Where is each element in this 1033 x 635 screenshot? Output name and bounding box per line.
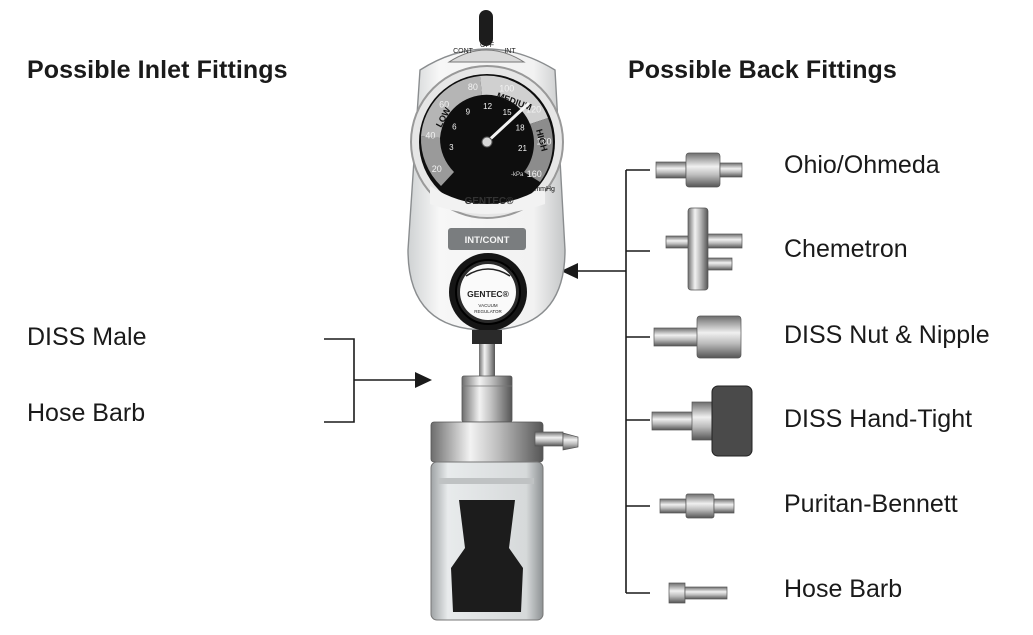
gauge-outer-tick-120: 120: [526, 104, 541, 114]
gauge-unit-outer: -mmHg: [532, 186, 555, 193]
gauge-inner-tick-12: 12: [483, 102, 492, 111]
knob-caption-line2: REGULATOR: [474, 309, 502, 314]
gauge-outer-tick-60: 60: [439, 100, 449, 110]
mode-switch[interactable]: CONT OFF INT: [447, 42, 526, 63]
gauge-inner-tick-21: 21: [518, 144, 527, 153]
gauge-outer-tick-140: 140: [536, 137, 551, 147]
int-cont-panel: [448, 228, 526, 250]
int-cont-label: INT/CONT: [465, 235, 510, 246]
gauge-unit-inner: -kPa: [511, 172, 524, 178]
mode-switch-cont: CONT: [453, 48, 474, 55]
inlet-fittings-heading: Possible Inlet Fittings: [27, 56, 288, 84]
regulator-knob[interactable]: − + GENTEC® VACUUM REGULATOR: [449, 253, 527, 331]
back-label-ohio-ohmeda: Ohio/Ohmeda: [784, 151, 940, 179]
fitting-ohio-ohmeda: [655, 152, 743, 188]
gauge-outer-tick-40: 40: [425, 131, 435, 141]
knob-plus: +: [509, 264, 514, 274]
mode-switch-int: INT: [504, 48, 516, 55]
back-fittings-heading: Possible Back Fittings: [628, 56, 897, 84]
back-label-puritan-bennett: Puritan-Bennett: [784, 490, 958, 518]
knob-minus: −: [462, 264, 467, 274]
gauge-inner-tick-6: 6: [452, 123, 457, 132]
back-label-diss-hand-tight: DISS Hand-Tight: [784, 405, 973, 433]
inlet-fitting: [461, 330, 513, 423]
inlet-label-hose-barb: Hose Barb: [27, 399, 146, 427]
fitting-diss-hand-tight: [651, 385, 753, 457]
gauge-outer-tick-20: 20: [432, 164, 442, 174]
collection-jar: [430, 421, 579, 621]
gauge-outer-scale: 20 40 60 80 100 120 140 160: [425, 82, 551, 179]
antenna: [479, 10, 493, 46]
fitting-puritan-bennett: [659, 493, 735, 519]
gauge-needle: [485, 102, 530, 144]
knob-caption-line1: VACUUM: [478, 303, 497, 308]
back-label-hose-barb: Hose Barb: [784, 575, 903, 603]
gauge-inner-tick-3: 3: [449, 143, 454, 152]
gauge-inner-tick-18: 18: [516, 124, 525, 133]
gauge-outer-tick-100: 100: [499, 84, 514, 94]
fitting-diss-nut-nipple: [653, 315, 742, 359]
fitting-hose-barb: [668, 582, 728, 604]
back-arrow-icon: [561, 263, 578, 279]
knob-brand: GENTEC®: [467, 289, 509, 299]
fitting-chemetron: [665, 207, 743, 291]
gauge-outer-tick-160: 160: [527, 169, 542, 179]
gauge-outer-tick-80: 80: [468, 82, 478, 92]
gauge-inner-tick-9: 9: [466, 107, 471, 116]
inlet-arrow-icon: [415, 372, 432, 388]
inlet-label-diss-male: DISS Male: [27, 323, 147, 351]
back-label-diss-nut-nipple: DISS Nut & Nipple: [784, 321, 990, 349]
back-label-chemetron: Chemetron: [784, 235, 908, 263]
gauge-inner-tick-15: 15: [503, 108, 512, 117]
inlet-bracket: [324, 338, 418, 423]
gauge-inner-scale: 3 69 12 15 18 21: [449, 102, 527, 153]
back-bracket: [575, 169, 650, 594]
mode-switch-off: OFF: [480, 42, 494, 49]
gauge-brand: GENTEC®: [464, 196, 514, 207]
